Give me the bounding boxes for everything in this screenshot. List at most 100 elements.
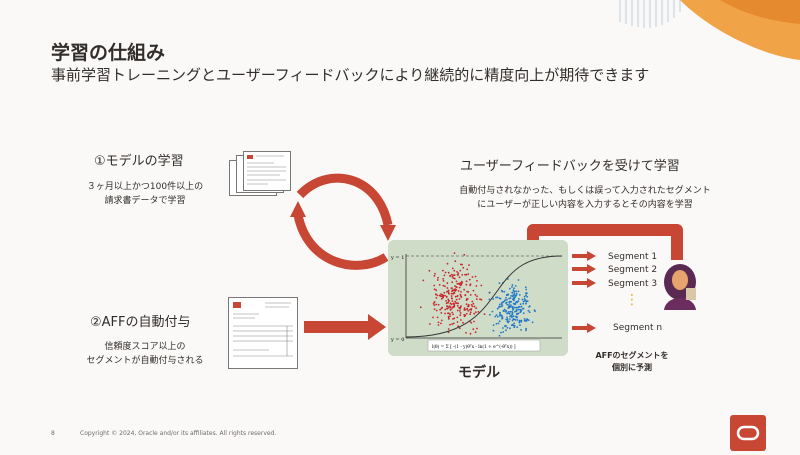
red-point — [436, 279, 439, 281]
blue-point — [518, 298, 520, 300]
red-point — [433, 304, 436, 306]
red-point — [440, 293, 442, 296]
red-point — [437, 324, 440, 326]
blue-point — [507, 311, 510, 313]
invoice-doc-single — [228, 297, 298, 369]
segment-3-label: Segment 3 — [608, 279, 658, 289]
red-point — [460, 295, 462, 298]
blue-point — [491, 310, 494, 313]
blue-point — [499, 313, 501, 315]
blue-point — [498, 320, 501, 323]
blue-point — [525, 302, 527, 305]
red-point — [452, 277, 455, 279]
blue-point — [506, 293, 508, 296]
red-point — [465, 273, 468, 276]
blue-point — [521, 307, 524, 310]
red-point — [461, 281, 464, 284]
red-point — [474, 311, 477, 314]
blue-point — [506, 312, 508, 315]
blue-point — [511, 313, 514, 316]
red-point — [460, 291, 462, 293]
blue-point — [525, 300, 528, 303]
blue-point — [509, 297, 512, 299]
red-point — [435, 297, 438, 299]
red-point — [451, 287, 453, 289]
user-avatar — [664, 264, 696, 310]
red-point — [469, 332, 472, 335]
red-point — [444, 285, 446, 288]
step1-title: ①モデルの学習 — [94, 154, 184, 169]
blue-point — [525, 329, 527, 332]
red-point — [465, 280, 468, 283]
blue-point — [492, 329, 495, 332]
blue-point — [514, 285, 517, 287]
red-point — [466, 268, 469, 271]
blue-point — [524, 286, 527, 289]
copyright: Copyright © 2024, Oracle and/or its affi… — [80, 430, 277, 437]
blue-point — [526, 292, 528, 295]
red-point — [439, 308, 441, 311]
prediction-caption: AFFのセグメントを 個別に予測 — [582, 350, 682, 374]
blue-point — [504, 325, 506, 328]
red-point — [446, 282, 449, 285]
red-point — [464, 273, 466, 276]
invoice-lines-icon — [247, 155, 286, 185]
blue-point — [523, 295, 526, 298]
red-point — [469, 294, 472, 296]
red-point — [449, 306, 452, 309]
blue-point — [526, 318, 529, 320]
red-point — [463, 253, 466, 256]
blue-point — [498, 282, 501, 284]
red-point — [451, 267, 454, 270]
red-point — [449, 274, 452, 277]
red-point — [474, 331, 477, 334]
blue-point — [506, 298, 508, 301]
red-point — [453, 252, 456, 254]
blue-point — [504, 299, 507, 301]
red-point — [460, 305, 462, 308]
blue-point — [498, 305, 501, 308]
blue-point — [506, 326, 509, 329]
red-point — [464, 309, 467, 311]
red-point — [444, 294, 446, 297]
blue-point — [517, 290, 520, 293]
red-point — [442, 296, 444, 298]
red-point — [444, 308, 447, 311]
blue-point — [511, 323, 514, 326]
oracle-logo-icon — [736, 425, 760, 441]
blue-point — [528, 311, 531, 314]
step1-desc-line2: 請求書データで学習 — [104, 196, 186, 206]
red-point — [466, 305, 469, 308]
red-point — [450, 295, 453, 297]
red-point — [433, 288, 436, 291]
step1-desc-line1: ３ヶ月以上かつ100件以上の — [86, 182, 204, 192]
red-point — [455, 288, 458, 291]
training-cycle-arrows — [290, 173, 396, 270]
red-point — [456, 321, 459, 323]
blue-point — [512, 318, 515, 320]
page-subtitle: 事前学習トレーニングとユーザーフィードバックにより継続的に精度向上が期待できます — [51, 66, 650, 84]
blue-point — [508, 297, 511, 300]
red-point — [460, 283, 462, 286]
blue-point — [510, 305, 512, 308]
blue-point — [511, 298, 514, 301]
red-point — [452, 322, 455, 325]
red-point — [460, 319, 462, 321]
red-point — [465, 298, 468, 300]
red-point — [428, 269, 431, 272]
blue-point — [513, 292, 516, 295]
blue-point — [509, 318, 511, 320]
prediction-line2: 個別に予測 — [612, 363, 652, 372]
red-point — [444, 271, 447, 274]
formula-box — [427, 339, 541, 352]
red-point — [447, 312, 449, 315]
red-point — [470, 304, 473, 306]
red-point — [447, 331, 450, 334]
blue-point — [516, 326, 519, 329]
red-point — [455, 280, 458, 283]
red-point — [470, 308, 473, 310]
blue-point — [518, 294, 521, 296]
blue-point — [496, 315, 499, 318]
red-point — [473, 312, 476, 315]
red-point — [472, 302, 475, 305]
